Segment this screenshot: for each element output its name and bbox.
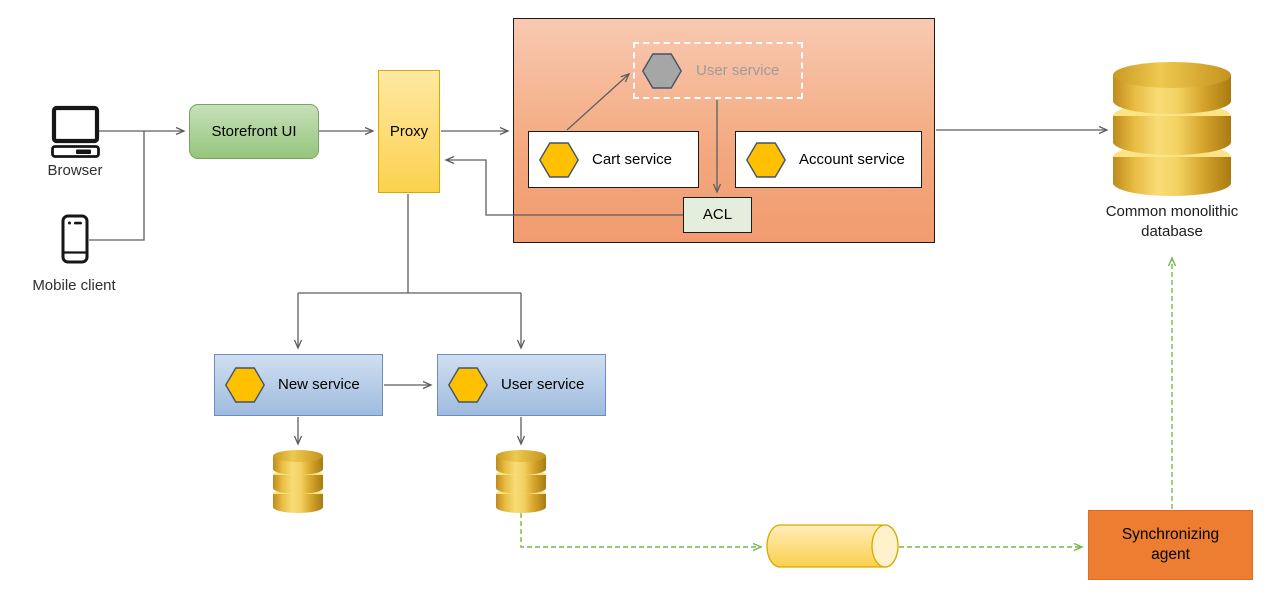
queue-label: Queue — [803, 537, 849, 555]
line-mobile-join — [89, 131, 145, 241]
mobile-client-label: Mobile client — [32, 277, 116, 294]
sync-agent-node: Synchronizing agent — [1088, 510, 1253, 580]
line-proxy-split — [298, 194, 521, 294]
storefront-ui-node: Storefront UI — [189, 104, 319, 159]
desktop-computer-icon — [51, 105, 100, 158]
proxy-node: Proxy — [378, 70, 440, 193]
storefront-ui-label: Storefront UI — [211, 122, 297, 140]
new-service-label: New service — [278, 376, 360, 393]
new-service-database-icon — [273, 450, 323, 513]
user-service-database-icon — [496, 450, 546, 513]
service-hexagon-icon — [448, 367, 488, 403]
sync-agent-label: Synchronizing agent — [1121, 525, 1220, 563]
gray-hexagon-icon — [642, 52, 682, 89]
monolith-database-label: Common monolithic database — [1105, 203, 1239, 240]
ghost-user-service-label: User service — [696, 61, 780, 79]
new-service-node: New service — [214, 354, 383, 416]
account-service-node: Account service — [735, 131, 922, 188]
proxy-label: Proxy — [389, 122, 429, 140]
service-hexagon-icon — [539, 141, 579, 178]
mobile-phone-icon — [61, 214, 89, 264]
acl-node: ACL — [683, 197, 752, 233]
cart-service-label: Cart service — [592, 150, 673, 168]
service-hexagon-icon — [746, 141, 786, 178]
monolith-database-icon — [1113, 62, 1231, 196]
user-service-node: User service — [437, 354, 606, 416]
arrow-user-db-to-queue — [520, 513, 763, 552]
browser-label: Browser — [47, 162, 103, 179]
service-hexagon-icon — [225, 367, 265, 403]
account-service-label: Account service — [799, 150, 905, 168]
cart-service-node: Cart service — [528, 131, 699, 188]
user-service-label: User service — [501, 376, 585, 393]
ghost-user-service-node: User service — [633, 42, 803, 99]
acl-label: ACL — [702, 206, 733, 223]
